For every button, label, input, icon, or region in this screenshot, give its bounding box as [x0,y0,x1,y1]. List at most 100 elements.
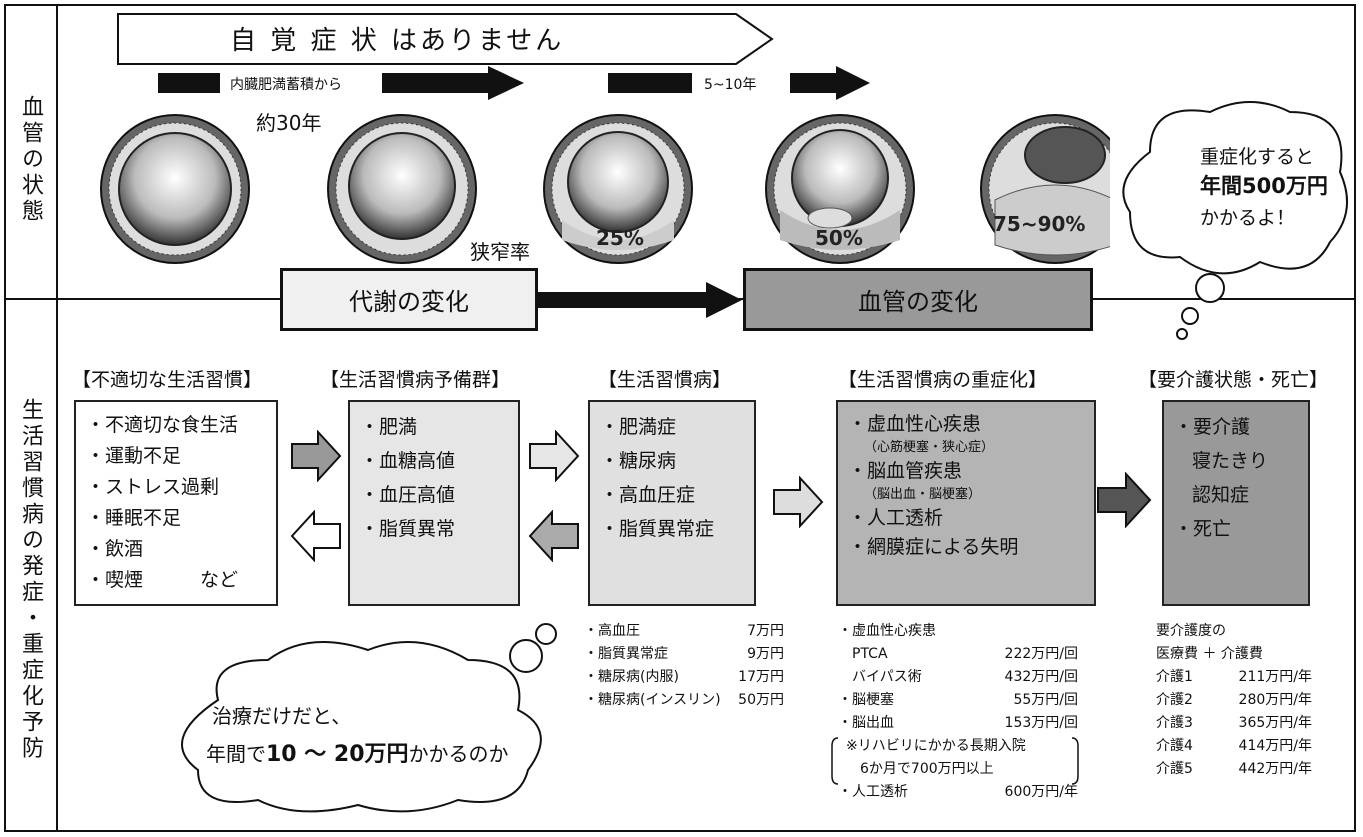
box3-item: ・高血圧症 [600,484,696,506]
cost-value: 432万円/回 [1004,669,1078,685]
speech-line-1: 治療だけだと、 [212,704,352,728]
speech-cloud [181,623,557,813]
care-heading: 医療費 ＋ 介護費 [1156,646,1263,662]
box4-item: ・網膜症による失明 [848,536,1019,558]
cost-name: ・脳出血 [838,715,894,731]
category-1: 【不適切な生活習慣】 [72,369,263,391]
time-arrow-2 [608,66,870,100]
box2-item: ・血糖高値 [360,450,456,472]
box1-item: ・飲酒 [86,538,144,560]
narrowing-label: 狭窄率 [470,240,530,264]
cost-name: ・糖尿病(内服) [584,669,679,685]
box1-item: ・睡眠不足 [86,507,182,529]
box5-item: ・要介護 [1174,416,1251,438]
box4-item: ・虚血性心疾患 [848,413,982,435]
care-cost: 211万円/年 [1238,669,1312,685]
cost-value: 50万円 [738,692,784,708]
care-level: 介護1 [1156,669,1193,685]
cost-name: ・脳梗塞 [838,692,894,708]
cost-name: ・糖尿病(インスリン) [584,692,721,708]
care-level: 介護2 [1156,692,1193,708]
cost-name: バイパス術 [838,669,922,685]
lifestyle-side-label: 生活習慣病の発症・重症化予防 [18,398,43,762]
arrow-right-1 [291,430,342,482]
narrowing-50: 50% [815,226,863,250]
vessel-5 [980,114,1110,264]
care-cost: 280万円/年 [1238,692,1312,708]
thought-cloud [1122,101,1348,340]
category-5: 【要介護状態・死亡】 [1138,369,1329,391]
box4-item: ・人工透析 [848,507,944,529]
speech-amount: 10 ～ 20万円 [266,742,409,767]
care-level: 介護3 [1156,715,1193,731]
time-arrow-2-label: 5~10年 [704,77,757,93]
care-heading: 要介護度の [1156,623,1226,639]
cost-value: 600万円/年 [1004,784,1078,800]
care-level: 介護5 [1156,761,1193,777]
box3-item: ・肥満症 [600,416,677,438]
cost-name: ・人工透析 [838,784,908,800]
narrowing-25: 25% [596,226,644,250]
cloud-line-1: 重症化すると [1200,146,1315,168]
vessel-2 [327,114,477,264]
arrow-right-2 [529,430,580,482]
cost-value: 17万円 [738,669,784,685]
box2-item: ・脂質異常 [360,518,456,540]
care-level: 介護4 [1156,738,1193,754]
years-label: 約30年 [256,111,322,135]
cost-value: 222万円/回 [1004,646,1078,662]
box-lifestyle: ・不適切な食生活 ・運動不足 ・ストレス過剰 ・睡眠不足 ・飲酒 ・喫煙 など [74,400,278,606]
box4-sub: （脳出血・脳梗塞） [864,487,982,502]
care-cost: 414万円/年 [1238,738,1312,754]
box1-item: ・運動不足 [86,445,182,467]
cloud-line-2: 年間500万円 [1200,174,1328,198]
box1-item: ・不適切な食生活 [86,414,239,436]
cloud-line-3: かかるよ！ [1200,207,1296,229]
box3-item: ・脂質異常症 [600,518,715,540]
vascular-change-stage: 血管の変化 [743,268,1093,331]
vessel-illustrations [100,114,1110,264]
vessel-side-label: 血管の状態 [18,95,43,225]
narrowing-75-90: 75~90% [993,212,1086,236]
box5-item: 寝たきり [1192,450,1269,472]
arrow-left-1 [290,510,341,562]
box3-item: ・糖尿病 [600,450,677,472]
stage-arrow [538,282,742,318]
cost-note: ※リハビリにかかる長期入院 [846,738,1026,754]
box4-sub: （心筋梗塞・狭心症） [864,440,995,455]
cost-value: 55万円/回 [1013,692,1078,708]
speech-text: 年間で [206,742,266,766]
arrow-right-4 [1097,472,1152,528]
box2-item: ・肥満 [360,416,418,438]
time-arrow-1 [158,66,524,100]
banner-text: 自 覚 症 状 はありません [230,26,565,56]
costs-severe: ・虚血性心疾患 PTCA 222万円/回 バイパス術 432万円/回 ・脳梗塞 55万… [838,620,1078,804]
arrow-right-3 [773,476,824,528]
box1-item: ・ストレス過剰 [86,476,220,498]
vessel-1 [100,114,250,264]
cost-value: 7万円 [747,623,784,639]
cost-name: ・虚血性心疾患 [838,623,936,639]
time-arrow-1-label: 内臓肥満蓄積から [230,77,342,93]
cost-name: PTCA [838,646,888,662]
box1-item: ・喫煙 など [86,569,239,591]
care-cost: 365万円/年 [1238,715,1312,731]
box5-item: 認知症 [1192,484,1250,506]
vessel-4 [765,114,915,264]
cost-note: 6か月で700万円以上 [846,761,994,777]
note-brackets [831,737,1079,785]
box-prediabetes: ・肥満 ・血糖高値 ・血圧高値 ・脂質異常 [348,400,520,606]
cost-name: ・脂質異常症 [584,646,668,662]
cost-value: 153万円/回 [1004,715,1078,731]
speech-line-2: 年間で10 ～ 20万円かかるのか [206,736,509,768]
box5-item: ・死亡 [1174,518,1232,540]
vessel-3 [543,114,693,264]
box-lifestyle-disease: ・肥満症 ・糖尿病 ・高血圧症 ・脂質異常症 [588,400,756,606]
cost-value: 9万円 [747,646,784,662]
box4-item: ・脳血管疾患 [848,460,963,482]
category-2: 【生活習慣病予備群】 [320,369,511,391]
banner-arrow [117,13,774,65]
category-3: 【生活習慣病】 [598,369,732,391]
costs-care: 要介護度の 医療費 ＋ 介護費 介護1 211万円/年 介護2 280万円/年 介護… [1156,620,1312,781]
